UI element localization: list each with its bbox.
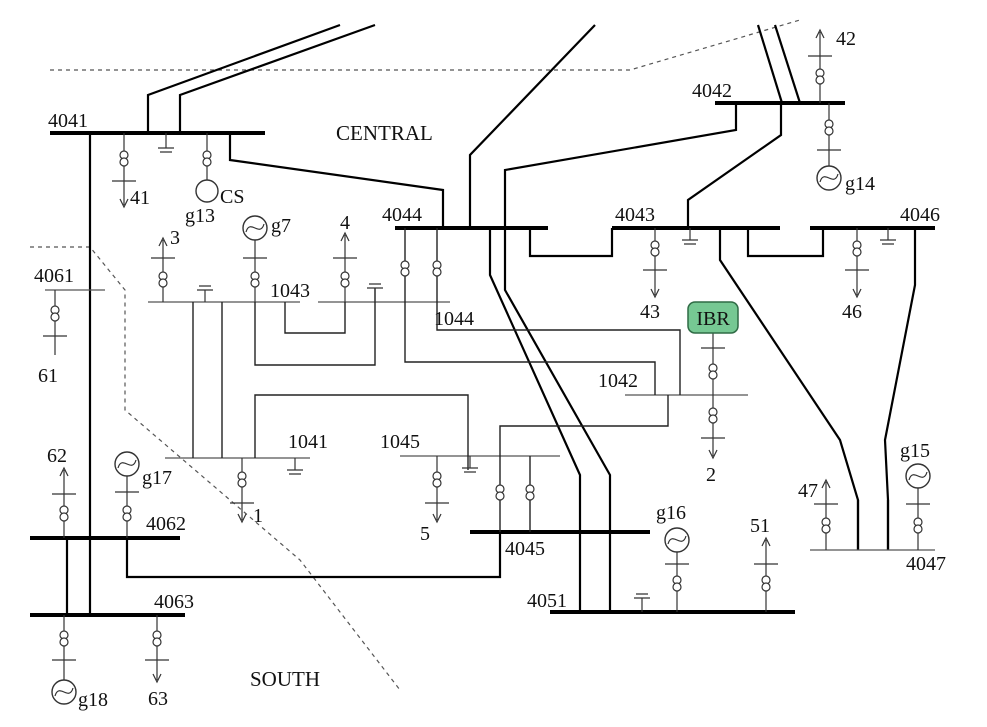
load-43-label: 43 (640, 301, 660, 323)
gen-g17-label: g17 (142, 467, 172, 489)
load-61-label: 61 (38, 365, 58, 387)
gen-g14-symbol (816, 165, 842, 191)
gen-g18-symbol (51, 679, 77, 705)
gen-g15-symbol (905, 463, 931, 489)
bus-1044-label: 1044 (434, 308, 474, 330)
region-south-label: SOUTH (250, 667, 320, 691)
bus-1043-label: 1043 (270, 280, 310, 302)
bus-4041-label: 4041 (48, 110, 88, 132)
load-63-label: 63 (148, 688, 168, 710)
gen-g14-label: g14 (845, 173, 875, 195)
feeders (43, 28, 930, 684)
bus-4042-label: 4042 (692, 80, 732, 102)
distribution-branches (192, 228, 681, 532)
bus-4043-label: 4043 (615, 204, 655, 226)
bus-1045-label: 1045 (380, 431, 420, 453)
load-51-label: 51 (750, 515, 770, 537)
bus-4045-label: 4045 (505, 538, 545, 560)
region-central-label: CENTRAL (336, 121, 433, 145)
bus-4046-label: 4046 (900, 204, 940, 226)
gen-g18-label: g18 (78, 689, 108, 711)
load-5-label: 5 (420, 523, 430, 545)
ibr-box (687, 301, 739, 334)
ibr-label: IBR (696, 308, 730, 330)
north-central-boundary (50, 19, 801, 71)
load-62-label: 62 (47, 445, 67, 467)
bus-1042-label: 1042 (598, 370, 638, 392)
bus-4047-label: 4047 (906, 553, 946, 575)
bus-4061-label: 4061 (34, 265, 74, 287)
bus-4063-label: 4063 (154, 591, 194, 613)
gen-cs-label: CS (220, 186, 244, 208)
bus-4051-label: 4051 (527, 590, 567, 612)
gen-cs-symbol (195, 179, 219, 203)
gen-g7-label: g7 (271, 215, 291, 237)
load-47-label: 47 (798, 480, 818, 502)
gen-g7-symbol (242, 215, 268, 241)
bus-1041-label: 1041 (288, 431, 328, 453)
transformers (50, 68, 923, 647)
load-46-label: 46 (842, 301, 862, 323)
gen-g17-symbol (114, 451, 140, 477)
central-south-boundary (30, 246, 401, 691)
gen-g16-symbol (664, 527, 690, 553)
load-3-label: 3 (170, 227, 180, 249)
gen-g16-label: g16 (656, 502, 686, 524)
bus-4062-label: 4062 (146, 513, 186, 535)
bus-4044-label: 4044 (382, 204, 422, 226)
load-41-label: 41 (130, 187, 150, 209)
load-42-label: 42 (836, 28, 856, 50)
gen-g15-label: g15 (900, 440, 930, 462)
load-4-label: 4 (340, 212, 350, 234)
gen-g13-label: g13 (185, 205, 215, 227)
load-1-label: 1 (253, 505, 263, 527)
load-2-label: 2 (706, 464, 716, 486)
transmission-lines (65, 23, 917, 615)
